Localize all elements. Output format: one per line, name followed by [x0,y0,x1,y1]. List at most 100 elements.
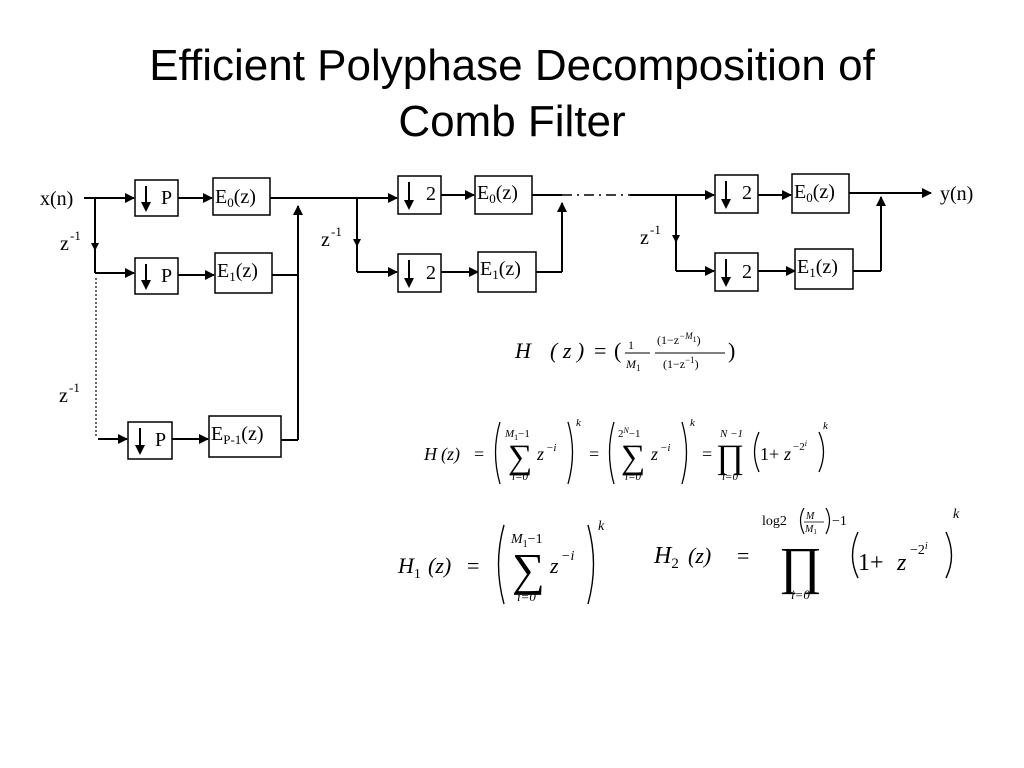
svg-text:z: z [640,227,649,249]
svg-text:=: = [467,553,479,578]
svg-text:M1: M1 [625,357,641,373]
svg-text:1: 1 [628,338,634,352]
svg-text:z: z [536,444,544,464]
svg-text:M: M [805,511,815,522]
svg-text:2: 2 [426,262,436,284]
svg-text:-1: -1 [331,224,342,239]
svg-text:(1−z−M1): (1−z−M1) [657,331,701,347]
downsampler-2-c: 2 [714,174,759,214]
svg-text:−2i: −2i [793,439,807,453]
svg-text:log2: log2 [762,514,787,529]
svg-text:i=0: i=0 [625,471,641,483]
svg-text:=: = [474,444,484,464]
filter-E1-stage3: E1(z) [794,248,854,290]
svg-text:z: z [783,444,791,464]
svg-text:k: k [953,507,960,522]
filter-E0-stage1: E0(z) [212,177,271,216]
equation-h1: H1 (z) = M1−1 ∑ i=0 z −i k [397,519,605,605]
down-arrow-icon [404,200,414,210]
svg-text:H2: H2 [653,543,679,572]
svg-text:-1: -1 [70,228,81,243]
svg-text:=: = [702,444,712,464]
svg-text:( z ): ( z ) [550,338,584,363]
svg-text:i=0: i=0 [512,471,528,483]
svg-text:=: = [594,338,606,363]
svg-text:2: 2 [742,182,752,204]
svg-text:H: H [514,338,532,363]
svg-text:∏: ∏ [779,538,822,595]
svg-text:(z): (z) [688,543,711,568]
svg-text:E1(z): E1(z) [480,258,521,282]
downsampler-2-d: 2 [714,252,759,292]
downsampler-2-b: 2 [397,253,442,293]
svg-text:−i: −i [546,442,556,454]
slide-title: Efficient Polyphase Decomposition of Com… [0,38,1024,150]
svg-text:(1−z−1): (1−z−1) [663,355,699,371]
title-line-1: Efficient Polyphase Decomposition of [149,41,875,90]
svg-text:∑: ∑ [512,544,545,595]
delay-label-3: z -1 [321,224,342,251]
svg-text:i=0: i=0 [517,589,536,604]
svg-text:i=0: i=0 [722,471,738,483]
svg-text:): ) [728,338,735,363]
svg-text:E1(z): E1(z) [217,260,258,284]
svg-text:P: P [161,265,172,287]
svg-text:1+: 1+ [858,550,884,576]
svg-text:P: P [161,187,172,209]
svg-text:k: k [598,519,605,534]
svg-text:1+: 1+ [760,444,779,464]
down-arrow-icon [721,199,731,209]
svg-text:z: z [896,550,907,576]
svg-text:−2i: −2i [910,541,928,558]
downsampler-P-2: P [127,421,173,460]
downsampler-P-0: P [134,179,179,217]
svg-text:H1: H1 [397,553,421,582]
svg-text:2: 2 [742,261,752,283]
equation-h2: H2 (z) = log2 M M1 −1 ∏ i=0 1+ z −2i k [653,507,960,602]
svg-text:z: z [650,444,658,464]
svg-text:k: k [823,420,829,432]
svg-text:-1: -1 [650,222,661,237]
svg-text:P: P [155,429,166,451]
svg-text:2N−1: 2N−1 [618,426,641,440]
downsampler-2-a: 2 [397,175,442,215]
delay-label-4: z -1 [640,222,661,249]
svg-text:E0(z): E0(z) [794,181,835,205]
equation-h-expansion: H (z) = M1−1 ∑ i=0 z −i k = 2N−1 ∑ i=0 z… [423,417,829,485]
signal-lines [84,188,932,444]
delay-label-1: z -1 [60,228,81,255]
svg-text:M1: M1 [804,524,817,536]
down-arrow-icon [141,280,151,290]
downsampler-P-1: P [134,257,179,295]
input-label: x(n) [40,188,73,210]
down-arrow-icon [404,278,414,288]
svg-text:-1: -1 [69,380,80,395]
down-arrow-icon [141,202,151,212]
svg-text:2: 2 [426,183,436,205]
svg-text:E1(z): E1(z) [797,256,838,280]
svg-text:∏: ∏ [716,439,744,476]
svg-text:(z): (z) [441,444,460,465]
svg-text:z: z [549,553,559,578]
filter-E0-stage3: E0(z) [791,173,850,214]
svg-text:E0(z): E0(z) [477,182,518,206]
filter-EP1-stage1: EP-1(z) [208,415,282,458]
svg-text:M1−1: M1−1 [510,532,543,550]
svg-text:∑: ∑ [621,439,645,476]
svg-text:=: = [589,444,599,464]
svg-text:=: = [737,543,749,568]
svg-text:−i: −i [660,442,670,454]
svg-text:−1: −1 [832,514,847,529]
output-label: y(n) [940,183,973,205]
filter-E0-stage2: E0(z) [474,175,533,215]
filter-E1-stage1: E1(z) [214,252,273,294]
down-arrow-icon [721,277,731,287]
svg-text:k: k [690,417,696,429]
svg-text:N −1: N −1 [719,428,743,440]
svg-text:EP-1(z): EP-1(z) [211,423,263,447]
svg-text:z: z [60,233,69,255]
svg-text:k: k [576,417,582,429]
filter-E1-stage2: E1(z) [477,251,537,293]
svg-text:H: H [423,444,438,464]
